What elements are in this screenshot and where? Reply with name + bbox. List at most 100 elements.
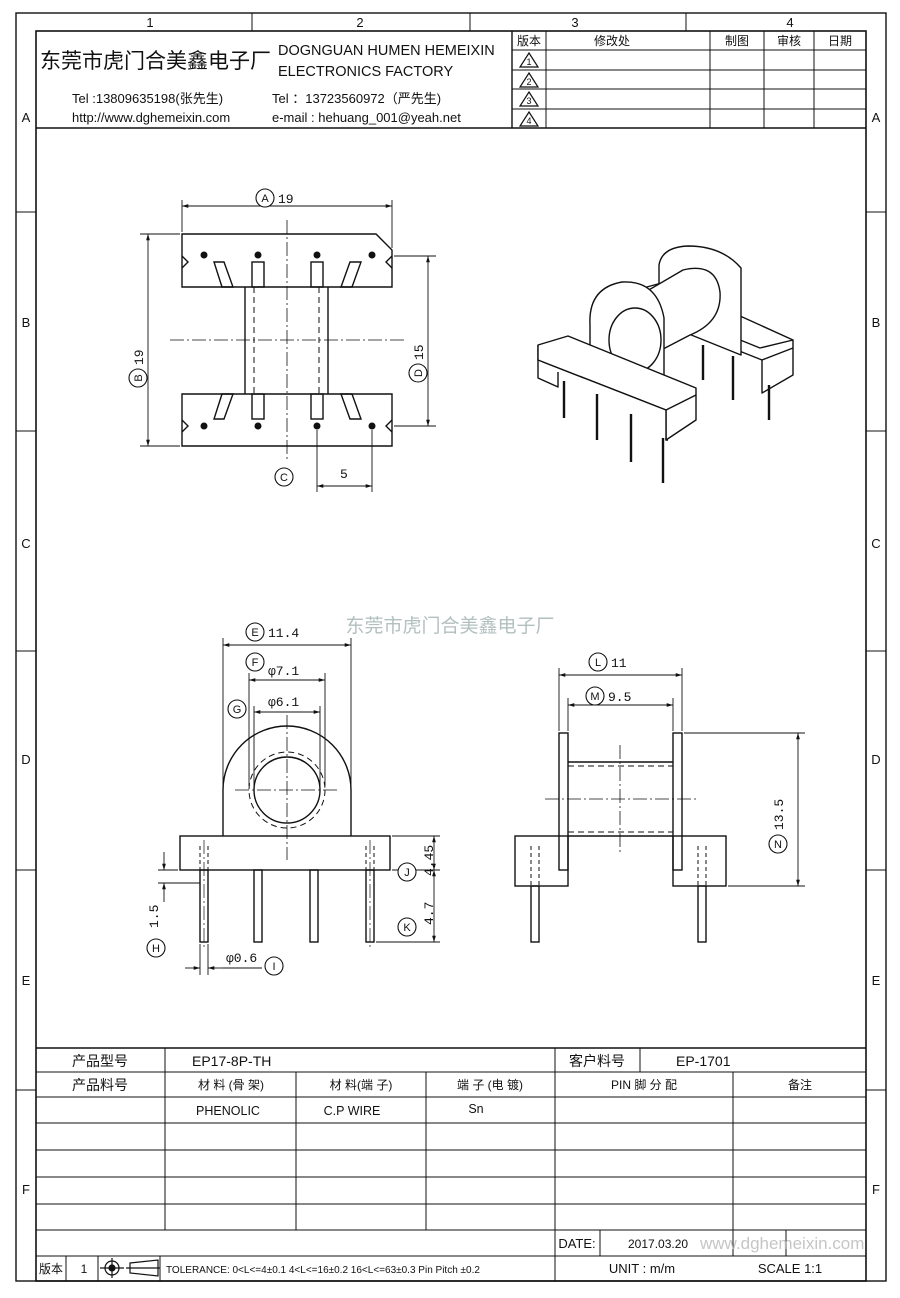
dim-value: φ6.1 [268,695,299,710]
col-terminal-plating: 端 子 (电 镀) [457,1078,523,1092]
company-tel-1: Tel :13809635198(张先生) [72,91,223,106]
dim-value: 11.4 [268,626,299,641]
company-website: http://www.dghemeixin.com [72,110,230,125]
row-label: D [871,752,880,767]
top-view-pins [200,251,376,430]
row-label: A [22,110,31,125]
dim-label-C: C [274,467,294,487]
revision-number: 1 [526,57,531,67]
rev-header-drawn: 制图 [725,34,749,48]
revision-number: 4 [526,116,531,126]
dim-letter: N [774,839,782,851]
date-label: DATE: [558,1236,595,1251]
terminal-plating-value: Sn [468,1102,483,1116]
pin-hole [313,422,321,430]
dim-value: 11 [611,656,627,671]
revision-triangle-icon: 1 [518,51,540,68]
dim-value: φ7.1 [268,664,299,679]
dim-value: 15 [412,344,427,360]
dim-label-B: B 19 [128,349,148,388]
dim-letter: J [404,867,410,879]
pin-hole [254,422,262,430]
company-name-en-1: DOGNGUAN HUMEN HEMEIXIN [278,43,495,59]
pin-hole [200,422,208,430]
dim-letter: G [233,704,242,716]
dim-letter: A [261,193,269,205]
col-label: 2 [356,15,363,30]
dim-value: 4.45 [422,845,437,876]
row-label: B [22,315,31,330]
col-material-terminal: 材 料(端 子) [330,1078,393,1092]
dim-value: 19 [278,192,294,207]
spec-table [36,1047,866,1281]
dim-letter: M [590,691,599,703]
dim-pitch: 5 [340,467,348,482]
dim-letter: E [251,627,258,639]
col-remark: 备注 [788,1077,812,1092]
dim-letter: D [413,369,425,377]
dim-letter: F [252,657,259,669]
row-label: C [871,536,880,551]
date-value: 2017.03.20 [628,1237,688,1251]
revision-triangle-icon: 4 [518,110,540,127]
dim-letter: H [152,943,160,955]
row-label: F [872,1182,880,1197]
isometric-view [537,245,794,483]
row-label: E [872,973,881,988]
dim-label-M: M 9.5 [585,686,631,706]
revision-number: 2 [526,77,531,87]
dim-label-J: J 4.45 [397,845,437,882]
rev-header-checked: 审核 [777,33,801,48]
dim-label-F: F φ7.1 [245,652,299,679]
dim-letter: B [133,374,145,381]
dim-value: φ0.6 [226,951,257,966]
dim-label-D: D 15 [408,344,428,383]
dim-value: 4.7 [422,902,437,925]
row-label: E [22,973,31,988]
dim-label-K: K 4.7 [397,902,437,937]
spec-table-text: 产品型号 EP17-8P-TH 客户料号 EP-1701 产品料号 材 料 (骨… [39,1053,864,1276]
col-label: 4 [786,15,793,30]
col-pin: PIN 脚 分 配 [611,1077,677,1092]
customer-part-value: EP-1701 [676,1053,731,1069]
scale-text: SCALE 1:1 [758,1261,822,1276]
side-view-dimensions [558,668,805,887]
version-value: 1 [81,1262,88,1276]
dim-label-I: φ0.6 I [226,951,284,976]
top-view-dimensions [140,200,436,492]
product-model-value: EP17-8P-TH [192,1053,271,1069]
dim-label-G: G φ6.1 [227,695,299,719]
tolerance-text: TOLERANCE: 0<L<=4±0.1 4<L<=16±0.2 16<L<=… [166,1265,480,1276]
version-label: 版本 [39,1262,63,1276]
rev-header-version: 版本 [517,34,541,48]
revision-number: 3 [526,96,531,106]
company-email: e-mail : hehuang_001@yeah.net [272,110,461,125]
dim-label-A: A 19 [255,188,294,208]
dim-value: 9.5 [608,690,631,705]
product-part-label: 产品料号 [72,1077,128,1093]
pin-hole [200,251,208,259]
rev-header-change: 修改处 [594,33,630,48]
dim-label-L: L 11 [588,652,627,672]
pin-hole [368,251,376,259]
dim-letter: C [280,472,288,484]
front-view [179,715,391,948]
row-label: D [21,752,30,767]
revision-rows: 1 2 3 4 [518,51,540,127]
dim-value: 1.5 [147,905,162,928]
material-terminal-value: C.P WIRE [324,1104,381,1118]
company-tel-2: Tel ：13723560972（严先生) [272,91,441,106]
dim-value: 19 [132,349,147,365]
dim-letter: I [272,961,275,973]
top-view [170,220,405,460]
row-label: C [21,536,30,551]
unit-text: UNIT : m/m [609,1261,675,1276]
pin-hole [368,422,376,430]
company-name-cn: 东莞市虎门合美鑫电子厂 [40,50,271,73]
watermark-overlay: www.dghemeixin.com [699,1234,864,1253]
dim-value: 13.5 [772,799,787,830]
customer-part-label: 客户料号 [569,1053,625,1069]
dim-label-H: H 1.5 [146,905,166,958]
frame-labels: 1 2 3 4 A B C D E F A B C D E F [21,15,880,1197]
side-view [514,732,727,943]
